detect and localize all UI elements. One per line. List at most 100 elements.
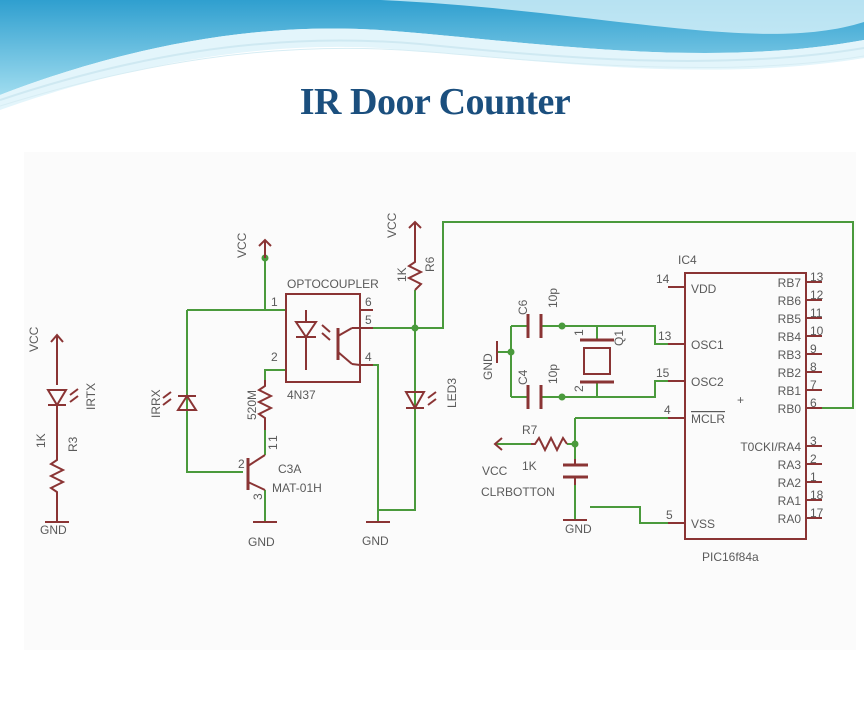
vcc-label-r6: VCC: [385, 212, 399, 238]
ic-pin-mclr-name: MCLR: [691, 412, 725, 426]
opto-pin1-label: 1: [271, 295, 278, 309]
transistor-pin2-label: 2: [238, 457, 245, 471]
ic-right-pin-name: RB0: [778, 402, 802, 416]
q1-pin1-label: 1: [572, 329, 586, 336]
gnd-label-mid: GND: [362, 534, 389, 548]
optocoupler-part-label: 4N37: [287, 388, 316, 402]
transistor-pin1-label: 1: [266, 435, 280, 442]
ic-right-pin-name: T0CKI/RA4: [740, 440, 801, 454]
ic-right-pin-name: RB5: [778, 312, 802, 326]
r7-value-label: 1K: [522, 459, 537, 473]
page-title: IR Door Counter: [299, 81, 571, 123]
ic-pin14-num: 14: [656, 272, 670, 286]
components: [45, 220, 807, 540]
irtx-label: IRTX: [84, 383, 98, 410]
c4-label: C4: [516, 369, 530, 385]
ic-pin-osc2-name: OSC2: [691, 375, 724, 389]
ic-right-pin-number: 11: [810, 306, 823, 320]
ic-right-pin-name: RA2: [778, 476, 802, 490]
ic-right-pin-number: 2: [810, 452, 817, 466]
ic-right-pin-name: RA1: [778, 494, 802, 508]
ic-pin4-num: 4: [664, 403, 671, 417]
vcc-label-mid: VCC: [235, 232, 249, 258]
transistor-pin3-label: 3: [251, 493, 265, 500]
c4-value-label: 10p: [546, 364, 560, 384]
ic-right-pin-number: 18: [810, 488, 824, 502]
q1-label: Q1: [612, 330, 626, 346]
clr-button: [563, 459, 588, 485]
optocoupler-4n37: [285, 293, 373, 383]
c6-label: C6: [516, 299, 530, 315]
ic-right-pin-name: RB6: [778, 294, 802, 308]
irtx-led: [46, 388, 79, 455]
vcc-symbol-r6: [408, 220, 422, 258]
gnd-label-left: GND: [40, 523, 67, 537]
ic-right-pin-number: 6: [810, 396, 817, 410]
r3-value-label: 1K: [34, 433, 48, 448]
ic-right-pin-number: 3: [810, 434, 817, 448]
ic-right-pin-number: 1: [810, 470, 817, 484]
vcc-symbol-mid: [258, 238, 272, 258]
ic-right-pin-name: RB3: [778, 348, 802, 362]
irrx-label: IRRX: [149, 389, 163, 418]
ic-right-pin-name: RB4: [778, 330, 802, 344]
capacitor-c4: [526, 385, 543, 409]
capacitor-c6: [526, 314, 543, 338]
led3-label: LED3: [445, 378, 459, 408]
ic-pic16f84a: [668, 272, 807, 540]
r-opto-resistor: [256, 380, 274, 430]
schematic-panel: [24, 152, 856, 650]
header-banner: [0, 0, 864, 110]
ic-pin-osc1-name: OSC1: [691, 338, 724, 352]
opto-pin4-label: 4: [365, 350, 372, 364]
irrx-photodiode: [162, 391, 198, 411]
ic-right-pin-number: 9: [810, 342, 817, 356]
opto-pin2-label: 2: [271, 350, 278, 364]
ic-part-label: PIC16f84a: [702, 550, 759, 564]
ic-right-pin-number: 13: [810, 270, 824, 284]
r-opto-pin-label: 1: [266, 443, 280, 450]
r-opto-value-label: 520M: [245, 390, 259, 420]
ic-right-pin-number: 10: [810, 324, 824, 338]
vcc-label-left: VCC: [27, 326, 41, 352]
transistor-c3a: [246, 454, 266, 491]
ic-center-plus: +: [737, 393, 744, 407]
opto-pin5-label: 5: [365, 313, 372, 327]
optocoupler-label: OPTOCOUPLER: [287, 277, 379, 291]
r3-resistor: [48, 455, 66, 522]
ic-right-pin-name: RB7: [778, 276, 802, 290]
ic-pin-vss-name: VSS: [691, 517, 715, 531]
led3: [404, 391, 437, 411]
gnd-label-transistor: GND: [248, 535, 275, 549]
ic-pin-vdd-name: VDD: [691, 282, 717, 296]
ic-right-pin-number: 8: [810, 360, 817, 374]
vcc-label-r7: VCC: [482, 464, 508, 478]
transistor-part-label: MAT-01H: [272, 481, 322, 495]
ic-pin5-num: 5: [666, 508, 673, 522]
opto-pin6-label: 6: [365, 295, 372, 309]
c6-value-label: 10p: [546, 288, 560, 308]
ic-right-pin-name: RB2: [778, 366, 802, 380]
ic-right-pin-name: RA0: [778, 512, 802, 526]
transistor-name-label: C3A: [278, 462, 301, 476]
clrbutton-label: CLRBOTTON: [481, 485, 555, 499]
wires: [186, 221, 854, 524]
vcc-symbol-left: [50, 333, 64, 385]
ic-right-pin-number: 7: [810, 378, 817, 392]
r6-label: R6: [423, 256, 437, 272]
r6-resistor: [406, 258, 424, 291]
ic-name-label: IC4: [678, 253, 697, 267]
crystal-q1: [580, 338, 614, 384]
ic-right-pin-number: 17: [810, 506, 824, 520]
r7-resistor: [531, 435, 568, 453]
ic-right-pin-name: RB1: [778, 384, 802, 398]
r6-value-label: 1K: [395, 267, 409, 282]
r3-label: R3: [66, 436, 80, 452]
ic-right-pin-number: 12: [810, 288, 824, 302]
ic-pin15-num: 15: [656, 366, 670, 380]
r7-label: R7: [522, 423, 538, 437]
gnd-label-right: GND: [565, 522, 592, 536]
ic-right-pin-name: RA3: [778, 458, 802, 472]
gnd-label-osc: GND: [481, 353, 495, 380]
